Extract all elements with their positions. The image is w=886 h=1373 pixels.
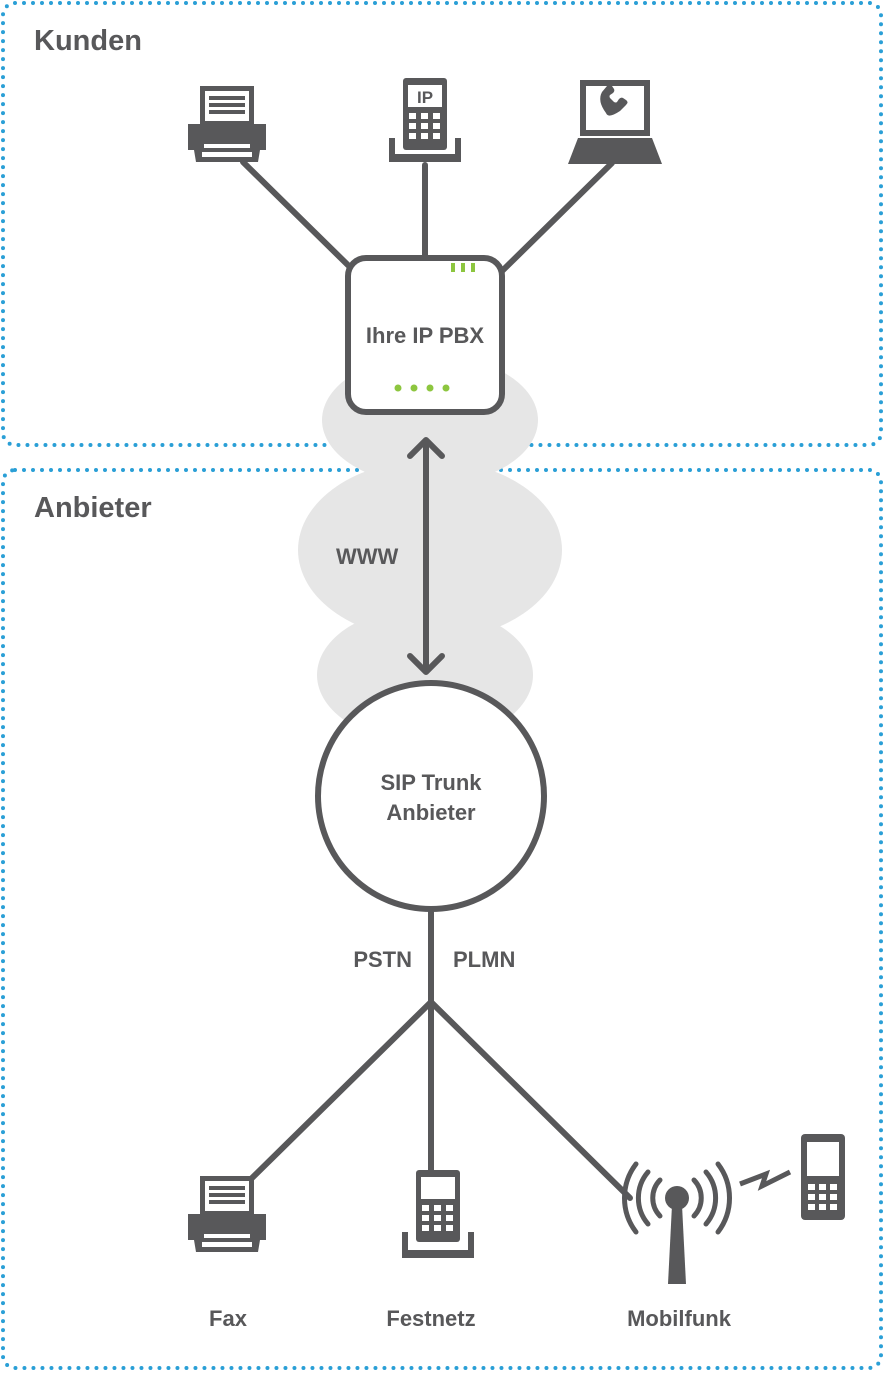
festnetz-label: Festnetz xyxy=(386,1306,475,1331)
pstn-label: PSTN xyxy=(353,947,412,972)
kunden-zone-title: Kunden xyxy=(34,25,142,57)
radio-tower-icon xyxy=(622,1161,732,1284)
signal-bolt-icon xyxy=(739,1169,792,1191)
sip-trunk-label-line2: Anbieter xyxy=(386,800,476,825)
network-links xyxy=(249,906,633,1201)
link-softphone-to-pbx xyxy=(494,160,615,279)
customer-links xyxy=(240,159,615,279)
pbx-label: Ihre IP PBX xyxy=(366,323,485,348)
ip-phone-badge: IP xyxy=(417,88,433,107)
sip-trunk-node xyxy=(315,680,547,912)
landline-phone-icon xyxy=(402,1170,474,1258)
mobile-phone-icon xyxy=(801,1134,845,1220)
fax-icon xyxy=(188,86,266,162)
fax-endpoint-icon xyxy=(188,1176,266,1252)
link-junction-to-fax xyxy=(249,999,434,1181)
cloud-label: WWW xyxy=(336,544,399,569)
fax-label: Fax xyxy=(209,1306,248,1331)
mobilfunk-label: Mobilfunk xyxy=(627,1306,732,1331)
plmn-label: PLMN xyxy=(453,947,515,972)
link-fax-to-pbx xyxy=(240,159,358,275)
pbx-box xyxy=(345,255,505,415)
link-junction-to-mobilfunk xyxy=(428,999,633,1201)
www-double-arrow xyxy=(407,437,445,675)
laptop-softphone-icon xyxy=(568,80,662,164)
sip-trunk-label-line1: SIP Trunk xyxy=(380,770,482,795)
ip-phone-icon: IP xyxy=(389,78,461,162)
anbieter-zone-title: Anbieter xyxy=(34,492,152,524)
